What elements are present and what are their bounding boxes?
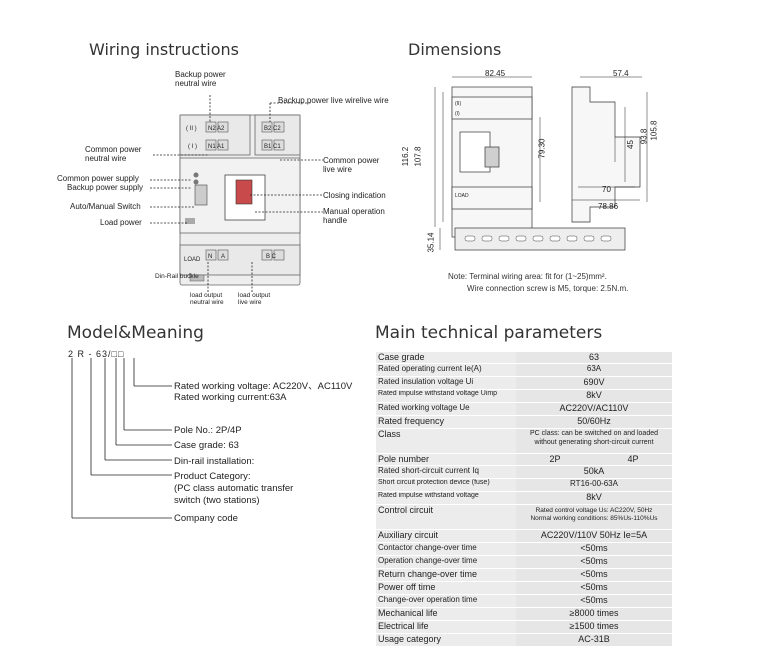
device-a: A [221,254,225,260]
dim-79-30: 79.30 [537,138,547,159]
table-row: Rated operating current Ie(A)63A [376,364,672,377]
params-title: Main technical parameters [375,323,603,343]
dim-35-14: 35.14 [426,232,436,253]
label-backup-live: Backup power live wirelive wire [278,96,389,105]
label-load-neutral: load output neutral wire [190,292,224,306]
label-din-rail-buckle: Din-Rail buckle [155,273,199,280]
model-item-company: Company code [174,513,238,524]
pole-2p: 2P [549,454,561,464]
auto-manual-switch-icon [194,184,208,206]
model-item-current: Rated working current:63A [174,392,287,403]
wiring-title: Wiring instructions [89,40,240,59]
svg-text:(II): (II) [455,101,461,107]
dim-57-4: 57.4 [613,69,629,78]
table-row: Mechanical life≥8000 times [376,608,672,621]
device-b2c2: B2 C2 [264,126,281,132]
device-load: LOAD [184,257,201,263]
dim-107-8: 107.8 [413,146,423,167]
dim-93-8: 93.8 [639,128,649,145]
model-item-category-2: (PC class automatic transfer [174,483,294,494]
table-row: Contactor change-over time<50ms [376,543,672,556]
manual-handle-icon [235,179,253,205]
label-manual-handle: Manual operation handle [323,207,385,225]
model-code: 2 R - 63/□□ [68,349,125,359]
device-n: N [208,254,212,260]
table-row: Change-over operation time<50ms [376,595,672,608]
dim-78-86: 78.86 [598,202,619,211]
device-n2a2: N2 A2 [208,126,225,132]
svg-text:(I): (I) [455,111,460,117]
table-row: Electrical life≥1500 times [376,621,672,634]
label-common-neutral: Common power neutral wire [85,145,142,163]
model-item-din-rail: Din-rail installation: [174,456,255,467]
label-closing-indication: Closing indication [323,191,386,200]
table-row: Return change-over time<50ms [376,569,672,582]
model-item-voltage: Rated working voltage: AC220V、AC110V [174,381,353,392]
dimensions-note-2: Wire connection screw is M5, torque: 2.5… [467,284,629,293]
svg-text:LOAD: LOAD [455,193,469,199]
model-item-case-grade: Case grade: 63 [174,440,239,451]
label-common-live: Common power live wire [323,156,380,174]
label-backup-neutral: Backup power neutral wire [175,70,226,88]
dim-116-2: 116.2 [401,146,411,167]
wiring-diagram: ( II ) N2 A2 B2 C2 ( I ) N1 A1 B1 C1 LOA… [57,70,389,306]
table-row: Operation change-over time<50ms [376,556,672,569]
device-bc: B C [266,254,277,260]
model-item-pole: Pole No.: 2P/4P [174,425,242,436]
device-i: ( I ) [188,144,197,150]
label-load-power: Load power [100,218,142,227]
model-item-category-3: switch (two stations) [174,495,260,506]
label-common-supply: Common power supply [57,174,139,183]
model-title: Model&Meaning [67,323,204,343]
table-row: Power off time<50ms [376,582,672,595]
device-n1a1: N1 A1 [208,144,225,150]
dim-82-45: 82.45 [485,69,506,78]
dimensions-drawing: (II) (I) LOAD [434,76,648,251]
device-ii: ( II ) [186,126,197,132]
dim-105-8: 105.8 [649,120,659,141]
pole-4p: 4P [627,454,639,464]
dim-70: 70 [602,185,611,194]
model-bracket-lines [71,358,172,519]
label-auto-manual: Auto/Manual Switch [70,202,141,211]
dimensions-title: Dimensions [408,40,502,59]
dim-45: 45 [625,140,635,149]
label-load-live: load output live wire [238,292,271,306]
model-item-category: Product Category: [174,471,251,482]
table-row: Short circuit protection device (fuse)RT… [376,479,672,492]
device-b1c1: B1 C1 [264,144,281,150]
label-backup-supply: Backup power supply [67,183,144,192]
dimensions-note-1: Note: Terminal wiring area: fit for (1~2… [448,272,607,281]
